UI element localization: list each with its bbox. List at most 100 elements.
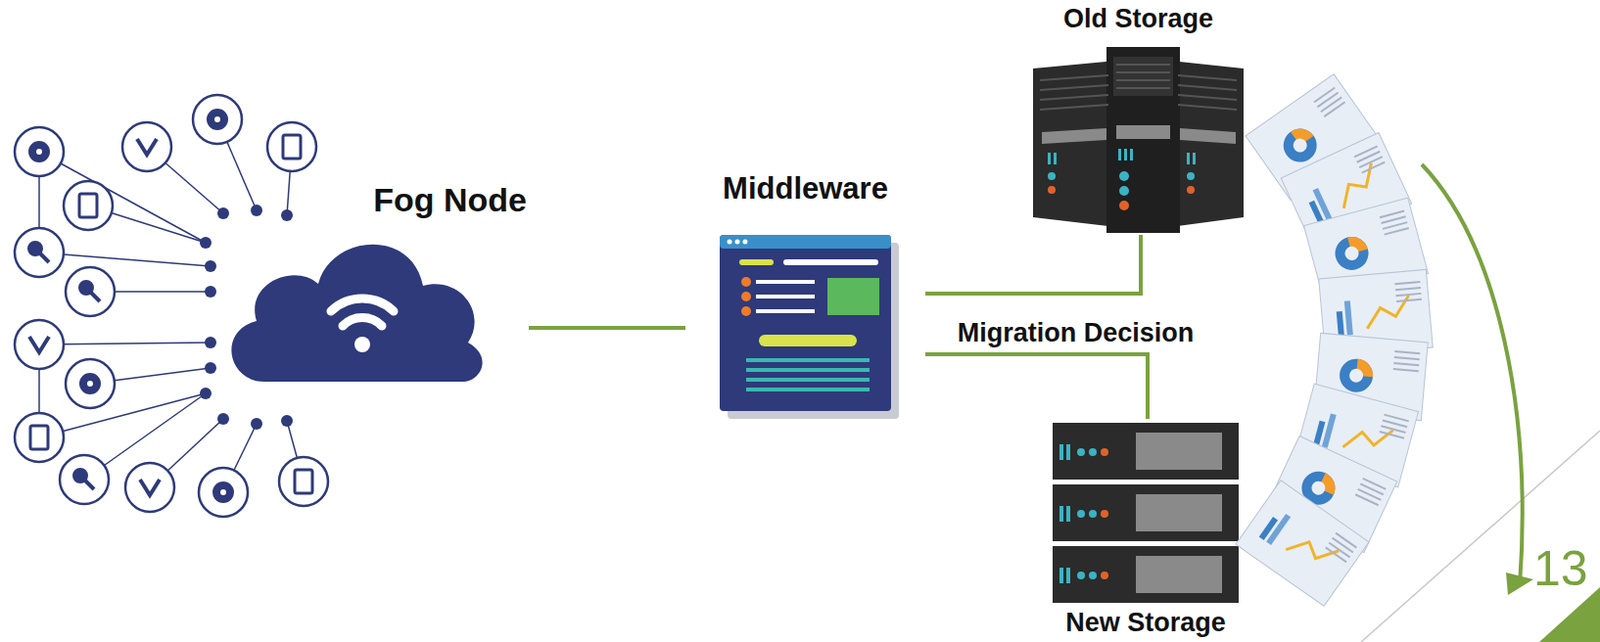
new-storage-servers-part	[1077, 448, 1085, 457]
report-documents-part-part	[1320, 96, 1342, 112]
old-storage-servers-part-part	[1116, 71, 1171, 74]
iot-devices-part-part	[204, 260, 217, 273]
iot-devices-part-part	[63, 181, 113, 231]
report-documents-part-part	[1328, 543, 1350, 559]
iot-devices-part-part	[207, 109, 228, 130]
report-documents-part-part	[1393, 363, 1419, 366]
old-storage-servers-part	[1041, 128, 1107, 144]
report-documents-part-part	[1362, 162, 1386, 174]
report-documents-part-part	[1344, 300, 1354, 335]
new-storage-servers-part	[1059, 567, 1064, 584]
new-storage-servers-part	[1059, 444, 1064, 461]
old-storage-servers-part-part	[1053, 152, 1057, 165]
middleware-window-part	[741, 277, 752, 287]
new-storage-servers	[1052, 423, 1239, 604]
report-documents-part-part	[1338, 357, 1375, 394]
iot-devices-part-part	[38, 369, 41, 414]
report-documents-part-part	[1309, 478, 1328, 498]
middleware-window	[719, 235, 899, 420]
iot-devices-part-part	[14, 228, 64, 278]
report-documents-part-part	[1379, 431, 1405, 439]
old-storage-servers-part-part	[1177, 85, 1237, 91]
iot-devices-part-part	[29, 141, 49, 162]
old-storage-servers-part	[1113, 56, 1174, 96]
report-documents-part-part	[1342, 419, 1393, 460]
new-storage-servers-part	[1052, 423, 1239, 480]
storage-node: New Storage	[1037, 419, 1254, 639]
middleware-window-part	[827, 278, 880, 316]
iot-devices-part-part	[213, 482, 234, 503]
iot-devices-part-part	[204, 285, 217, 298]
old-storage-servers-part-part	[1177, 75, 1237, 81]
storage-node: Middleware	[685, 171, 926, 417]
middleware-window-part	[755, 280, 815, 284]
iot-devices-part-part	[219, 488, 228, 497]
new-storage-servers-part	[1088, 571, 1097, 580]
iot-devices-part-part	[137, 139, 157, 155]
iot-devices-part-part	[282, 135, 301, 159]
report-documents-part-part	[1384, 228, 1410, 236]
iot-devices-part-part	[39, 393, 206, 438]
new-storage-servers-part	[1100, 448, 1109, 457]
old-storage-servers-part-part	[1116, 79, 1171, 82]
storage-node: Old Storage	[1023, 3, 1254, 236]
migration-arrow	[1421, 164, 1523, 586]
report-documents-part-part	[1395, 287, 1421, 290]
old-storage-servers-part	[1116, 125, 1171, 140]
new-storage-servers-part	[1135, 432, 1223, 471]
report-documents-part-part	[1381, 216, 1407, 224]
iot-devices-part-part	[79, 193, 97, 218]
corner-decoration-part	[1539, 587, 1600, 642]
middleware-window-part	[719, 235, 892, 412]
old-storage-servers-part-part	[1116, 87, 1171, 90]
node-heading: Old Storage	[1063, 3, 1214, 35]
iot-devices-part-part	[250, 418, 263, 430]
report-documents-part-part	[1331, 163, 1384, 209]
middleware-window-part	[755, 294, 815, 299]
middleware-window-part	[727, 239, 733, 245]
old-storage-servers-part-part	[1039, 85, 1109, 91]
middleware-window-part	[741, 306, 752, 317]
old-storage-servers-part-part	[1124, 148, 1128, 161]
iot-devices-part-part	[267, 122, 317, 172]
old-storage-servers-part	[1170, 60, 1244, 228]
iot-devices-part-part	[125, 463, 175, 513]
report-documents-part-part	[1383, 415, 1409, 423]
iot-devices-part-part	[29, 336, 49, 353]
old-storage-servers-part-part	[1039, 75, 1109, 81]
middleware-window-part	[735, 239, 741, 245]
report-documents-part-part	[1355, 494, 1379, 506]
middleware-window-part	[746, 368, 870, 373]
old-storage-servers-part-part	[1129, 148, 1133, 161]
iot-devices-part-part	[204, 362, 217, 375]
new-storage-servers-part	[1052, 484, 1239, 542]
new-storage-servers-part	[1066, 444, 1071, 461]
new-storage-servers-part	[1088, 448, 1097, 457]
fog-cloud-part-part	[342, 318, 382, 327]
report-documents-part-part	[1323, 101, 1345, 117]
report-documents-part-part	[1348, 368, 1364, 383]
report-documents-part-part	[1379, 211, 1405, 219]
report-documents-part-part	[1317, 92, 1338, 107]
report-documents-part-part	[1380, 425, 1406, 433]
old-storage-servers-part-part	[1116, 63, 1171, 66]
old-storage-servers-part	[1186, 172, 1195, 181]
new-storage-servers-part	[1052, 546, 1239, 604]
iot-devices-part-part	[279, 457, 329, 507]
new-storage-servers-part	[1066, 567, 1071, 584]
iot-devices-part-part	[140, 479, 160, 496]
middleware-window-part	[755, 309, 815, 314]
report-documents-part-part	[1321, 413, 1337, 448]
report-documents-part-part	[1396, 293, 1422, 296]
report-documents-part-part	[1332, 538, 1354, 554]
storage-node: Fog Node	[244, 181, 529, 387]
iot-devices-part-part	[122, 122, 172, 172]
middleware-window-part	[746, 377, 870, 382]
new-storage-servers-part	[1066, 506, 1071, 522]
new-storage-servers-part	[1135, 494, 1223, 532]
middleware-window-part	[719, 235, 892, 249]
report-documents-part-part	[1394, 357, 1420, 360]
new-storage-servers-part	[1135, 556, 1223, 594]
